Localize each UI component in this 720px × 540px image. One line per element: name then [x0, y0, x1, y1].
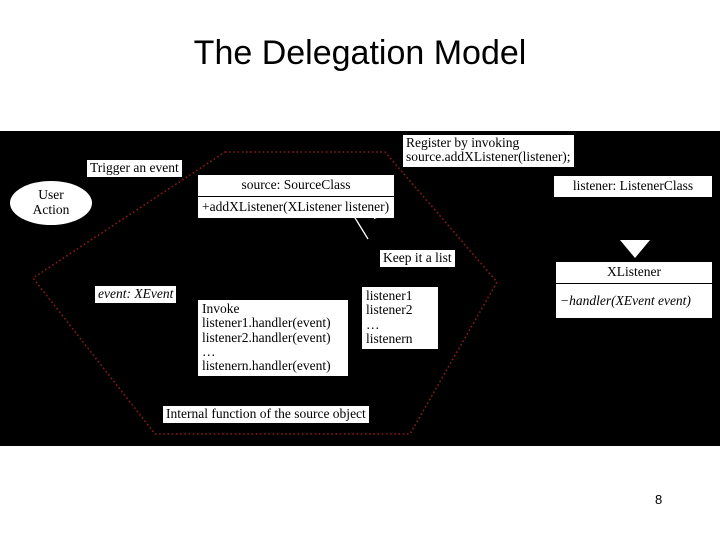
page-number: 8 [655, 492, 663, 507]
register-note-line2: source.addXListener(listener); [406, 149, 571, 165]
listener-object-header: listener: ListenerClass [572, 178, 694, 193]
invoke-box: Invoke listener1.handler(event) listener… [198, 300, 348, 377]
internal-function-label: Internal function of the source object [163, 406, 369, 424]
hexagon-path [31, 151, 498, 435]
xlistener-interface-box: XListener −handler(XEvent event) [556, 262, 712, 318]
keep-it-a-list-label: Keep it a list [380, 250, 455, 268]
user-action-line1: User [38, 187, 64, 203]
user-action-ellipse: User Action [10, 181, 92, 225]
user-action-line2: Action [32, 202, 70, 217]
xlistener-header: XListener [607, 264, 661, 279]
realization-triangle-icon [620, 240, 650, 258]
page-title: The Delegation Model [193, 34, 527, 72]
source-class-header: source: SourceClass [241, 177, 351, 192]
listener-list-box: listener1 listener2 … listenern [362, 287, 438, 350]
source-class-box: source: SourceClass +addXListener(XListe… [198, 175, 394, 218]
xlistener-method: −handler(XEvent event) [556, 283, 712, 318]
listener-object-box: listener: ListenerClass [554, 176, 712, 197]
diagram-canvas: User Action Trigger an event Register by… [0, 131, 720, 446]
event-label: event: XEvent [95, 286, 177, 304]
source-class-method: +addXListener(XListener listener) [198, 196, 394, 218]
trigger-an-event-label: Trigger an event [87, 160, 182, 178]
register-note-line1: Register by invoking [406, 135, 520, 150]
